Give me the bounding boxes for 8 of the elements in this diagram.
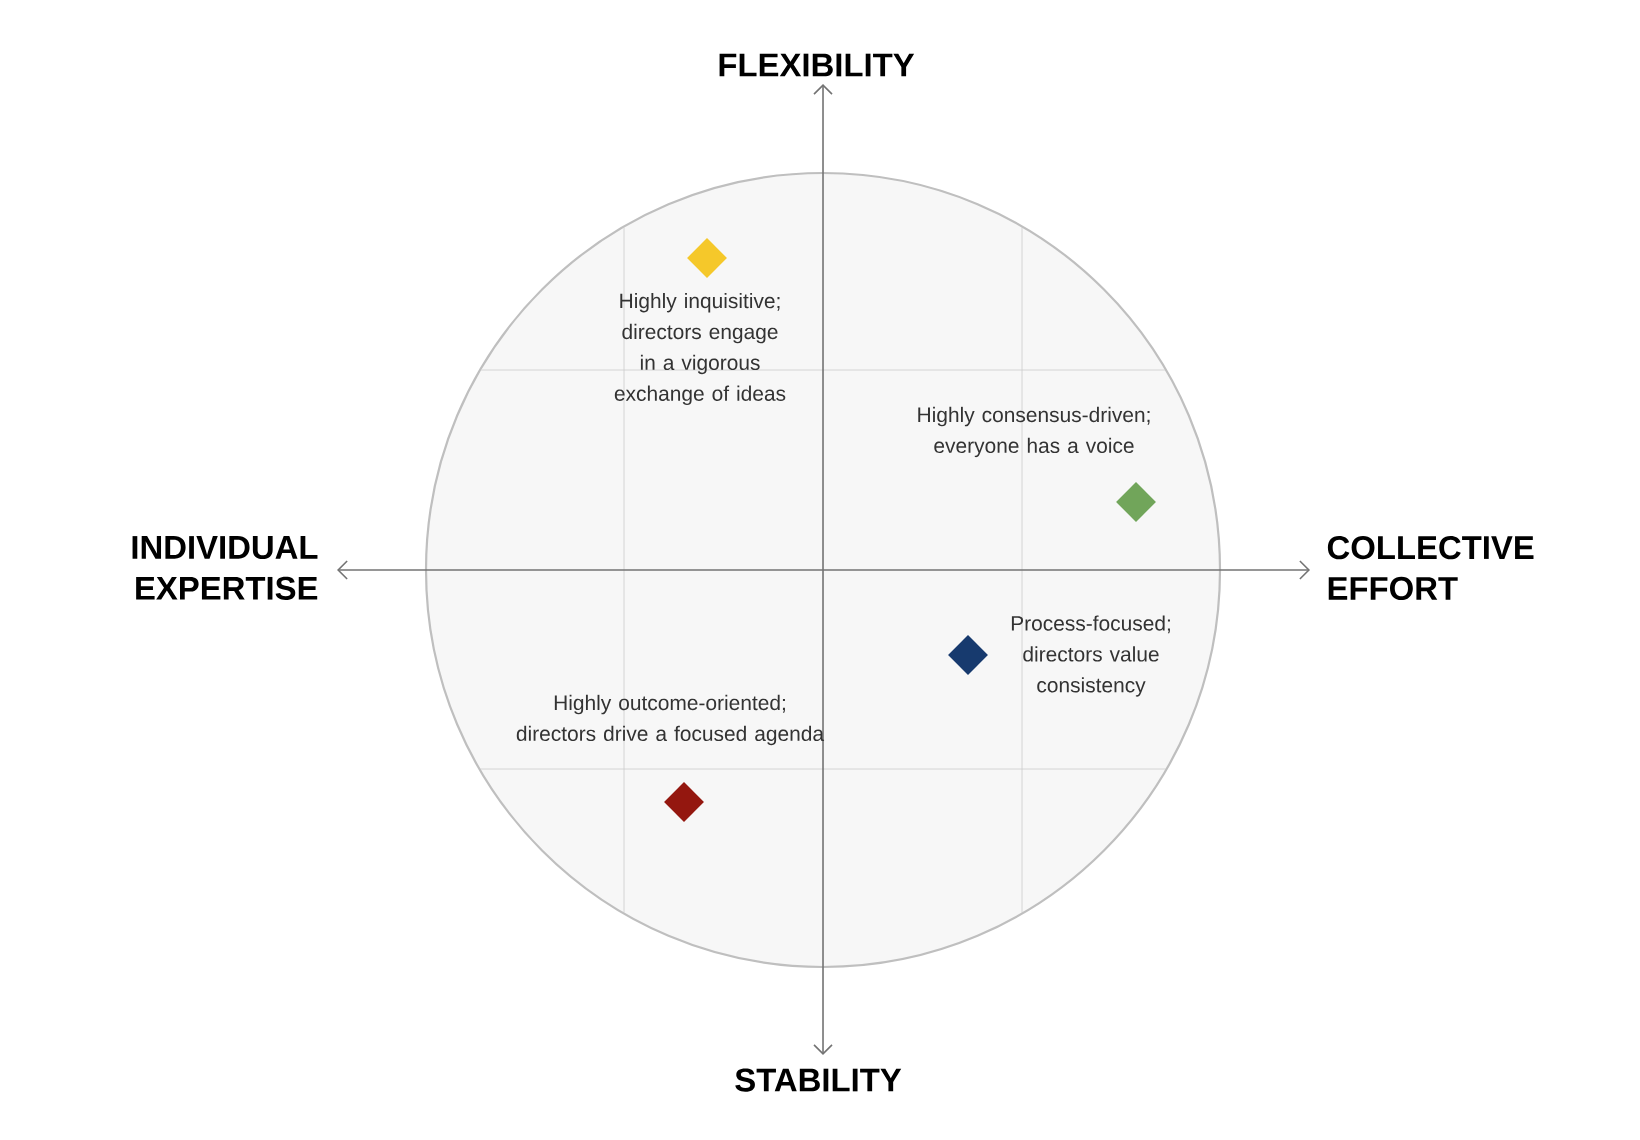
axis-label: INDIVIDUAL EXPERTISE <box>132 536 318 600</box>
axis-label: FLEXIBILITY <box>719 53 915 77</box>
axis-label: STABILITY <box>735 1068 902 1092</box>
point-label: Highly inquisitive; directors engage in a vigorous exchange of ideas <box>614 292 786 406</box>
point-label: Highly consensus-driven; everyone has a voice <box>918 406 1150 458</box>
point-label: Highly outcome-oriented; directors drive a focused agenda <box>516 694 825 746</box>
point-label: Process-focused; directors value consistency <box>1011 615 1170 697</box>
axis-label: COLLECTIVE EFFORT <box>1327 535 1534 601</box>
